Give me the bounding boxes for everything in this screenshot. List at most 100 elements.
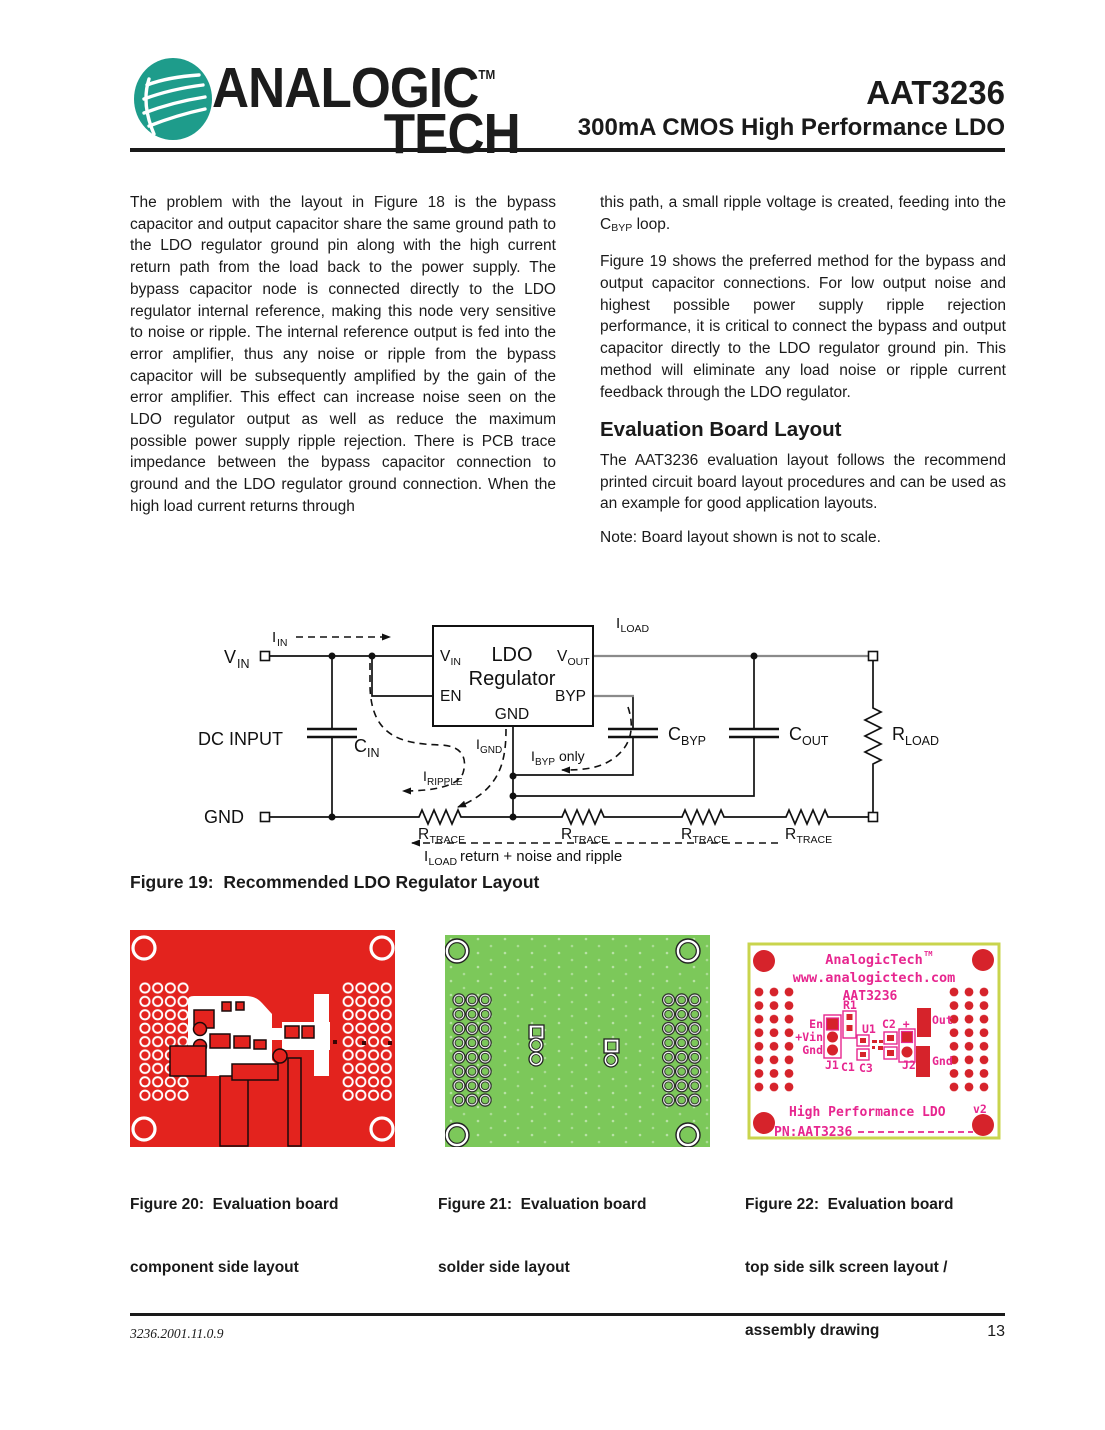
via-pads — [528, 1024, 620, 1068]
svg-text:BYP: BYP — [535, 757, 555, 768]
svg-text:LOAD: LOAD — [429, 856, 458, 868]
left-paragraph: The problem with the layout in Figure 18… — [130, 194, 556, 515]
svg-text:C: C — [354, 736, 367, 756]
svg-text:only: only — [559, 748, 585, 764]
corner-drill-holes — [753, 949, 994, 1136]
corner-drill-holes — [445, 938, 701, 1147]
svg-text:V: V — [224, 647, 236, 667]
svg-text:C: C — [789, 724, 802, 744]
logo-circle — [134, 58, 212, 140]
svg-text:BYP: BYP — [681, 734, 706, 748]
right-paragraph-3: The AAT3236 evaluation layout follows th… — [600, 451, 1006, 513]
trace-resistors — [415, 702, 883, 827]
silk-gnd-right: Gnd — [932, 1054, 953, 1068]
figure20-component-side-board — [130, 930, 395, 1147]
silk-j2: J2 — [902, 1058, 916, 1072]
right-pad-grid — [946, 985, 992, 1094]
corner-drill-holes — [131, 935, 395, 1142]
figure22-caption: Figure 22: Evaluation board top side sil… — [745, 1196, 954, 1339]
current-flow-arrows — [296, 633, 778, 847]
svg-text:I: I — [423, 768, 427, 784]
svg-text:LDO: LDO — [491, 644, 532, 666]
svg-text:OUT: OUT — [568, 656, 591, 668]
svg-text:IN: IN — [451, 656, 462, 668]
svg-text:R: R — [681, 826, 692, 843]
gnd-terminal-label: GND — [204, 807, 244, 827]
svg-text:C: C — [668, 724, 681, 744]
svg-text:R: R — [892, 724, 905, 744]
silk-gnd-left: Gnd — [802, 1043, 823, 1057]
svg-text:V: V — [557, 648, 568, 665]
ibyp-arrow — [561, 706, 633, 774]
dc-input-label: DC INPUT — [198, 729, 283, 749]
silk-vin: +Vin — [795, 1030, 823, 1044]
svg-text:I: I — [476, 736, 480, 752]
figure19-caption: Figure 19: Recommended LDO Regulator Lay… — [130, 872, 540, 892]
svg-text:IN: IN — [367, 746, 380, 760]
silk-footprints — [823, 1008, 973, 1133]
vout-gray-wires — [593, 654, 869, 698]
silk-c3: C3 — [859, 1061, 873, 1075]
load-resistor — [863, 702, 883, 770]
svg-text:TRACE: TRACE — [573, 834, 609, 846]
fiducial-squares — [333, 1040, 392, 1045]
document-subtitle: 300mA CMOS High Performance LDO — [577, 114, 1005, 141]
copper-clearance — [188, 994, 330, 1076]
svg-text:TRACE: TRACE — [693, 834, 729, 846]
footer-rule — [130, 1313, 1005, 1316]
silk-tm: TM — [924, 950, 932, 958]
part-number-title: AAT3236 — [866, 74, 1005, 111]
silk-en: En — [809, 1017, 823, 1031]
silk-pn: PN:AAT3236 — [774, 1125, 852, 1140]
svg-text:LOAD: LOAD — [905, 734, 939, 748]
silk-out: Out — [932, 1013, 953, 1027]
figure20-caption: Figure 20: Evaluation board component si… — [130, 1196, 339, 1276]
silk-r1: R1 — [843, 998, 857, 1012]
left-pad-grid — [138, 981, 190, 1102]
junction-dots — [328, 652, 758, 821]
brand-wordmark: ANALOGICTM TECH — [212, 52, 541, 163]
figure21-solder-side-board — [445, 935, 710, 1147]
right-paragraph-2: Figure 19 shows the preferred method for… — [600, 253, 1006, 401]
right-pad-grid — [662, 992, 702, 1108]
svg-text:TRACE: TRACE — [797, 834, 833, 846]
silk-brand: AnalogicTech — [825, 952, 923, 968]
svg-text:OUT: OUT — [802, 734, 829, 748]
svg-text:LOAD: LOAD — [621, 623, 650, 635]
svg-text:V: V — [440, 648, 451, 665]
svg-text:GND: GND — [495, 706, 529, 723]
section-heading: Evaluation Board Layout — [600, 418, 842, 442]
silk-tagline: High Performance LDO — [789, 1105, 946, 1120]
silk-part: AAT3236 — [843, 989, 898, 1004]
silk-url: www.analogictech.com — [793, 970, 956, 986]
svg-text:I: I — [616, 615, 620, 632]
circuit-wires — [269, 655, 874, 818]
figure22-silkscreen-board: AnalogicTech TM www.analogictech.com AAT… — [746, 941, 1002, 1141]
board-outline — [747, 942, 1001, 1140]
left-pad-grid — [452, 992, 492, 1108]
trademark-symbol: TM — [478, 67, 496, 82]
header-rule — [130, 148, 1005, 152]
svg-text:I: I — [424, 848, 428, 865]
silk-c1: C1 — [841, 1060, 855, 1074]
svg-text:R: R — [561, 826, 572, 843]
figure21-caption: Figure 21: Evaluation board solder side … — [438, 1196, 647, 1276]
right-pad-grid — [341, 981, 393, 1102]
svg-text:Regulator: Regulator — [469, 668, 556, 690]
right-paragraph-1: this path, a small ripple voltage is cre… — [600, 194, 1006, 234]
silkscreen-text: AnalogicTech TM www.analogictech.com AAT… — [774, 950, 987, 1140]
svg-text:RIPPLE: RIPPLE — [427, 777, 463, 788]
silk-version: v2 — [973, 1102, 987, 1116]
svg-text:BYP: BYP — [555, 688, 586, 705]
silk-u1: U1 — [862, 1022, 876, 1036]
document-revision-number: 3236.2001.11.0.9 — [130, 1326, 224, 1341]
right-column: this path, a small ripple voltage is cre… — [600, 192, 1006, 561]
note-paragraph: Note: Board layout shown is not to scale… — [600, 529, 881, 547]
ignd-arrow — [457, 728, 507, 808]
svg-text:IN: IN — [237, 657, 250, 671]
component-pads — [169, 1001, 315, 1147]
silk-j1: J1 — [825, 1058, 839, 1072]
